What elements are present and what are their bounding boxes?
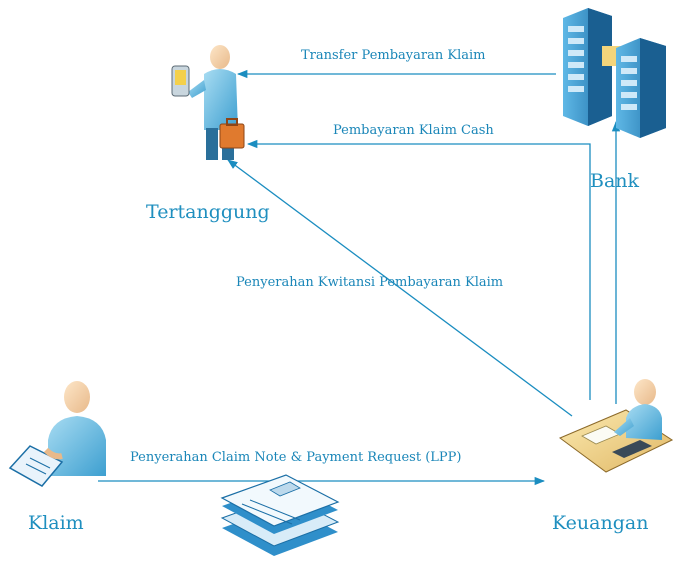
arrow-cash (246, 139, 591, 400)
arrow-kwitansi (227, 159, 573, 417)
actor-klaim: Klaim (28, 512, 84, 534)
label-cash: Pembayaran Klaim Cash (333, 123, 494, 138)
documents-stack-icon (220, 474, 340, 556)
label-kwitansi: Penyerahan Kwitansi Pembayaran Klaim (236, 275, 504, 290)
person-at-desk-icon (558, 379, 673, 473)
person-with-document-icon (8, 381, 106, 487)
actor-tertanggung: Tertanggung (146, 201, 270, 223)
server-rack-icon (563, 8, 666, 138)
actor-bank: Bank (590, 170, 640, 192)
person-with-briefcase-icon (171, 45, 245, 160)
label-claim-note: Penyerahan Claim Note & Payment Request … (130, 450, 462, 465)
actor-keuangan: Keuangan (552, 512, 649, 534)
label-transfer: Transfer Pembayaran Klaim (301, 48, 486, 63)
